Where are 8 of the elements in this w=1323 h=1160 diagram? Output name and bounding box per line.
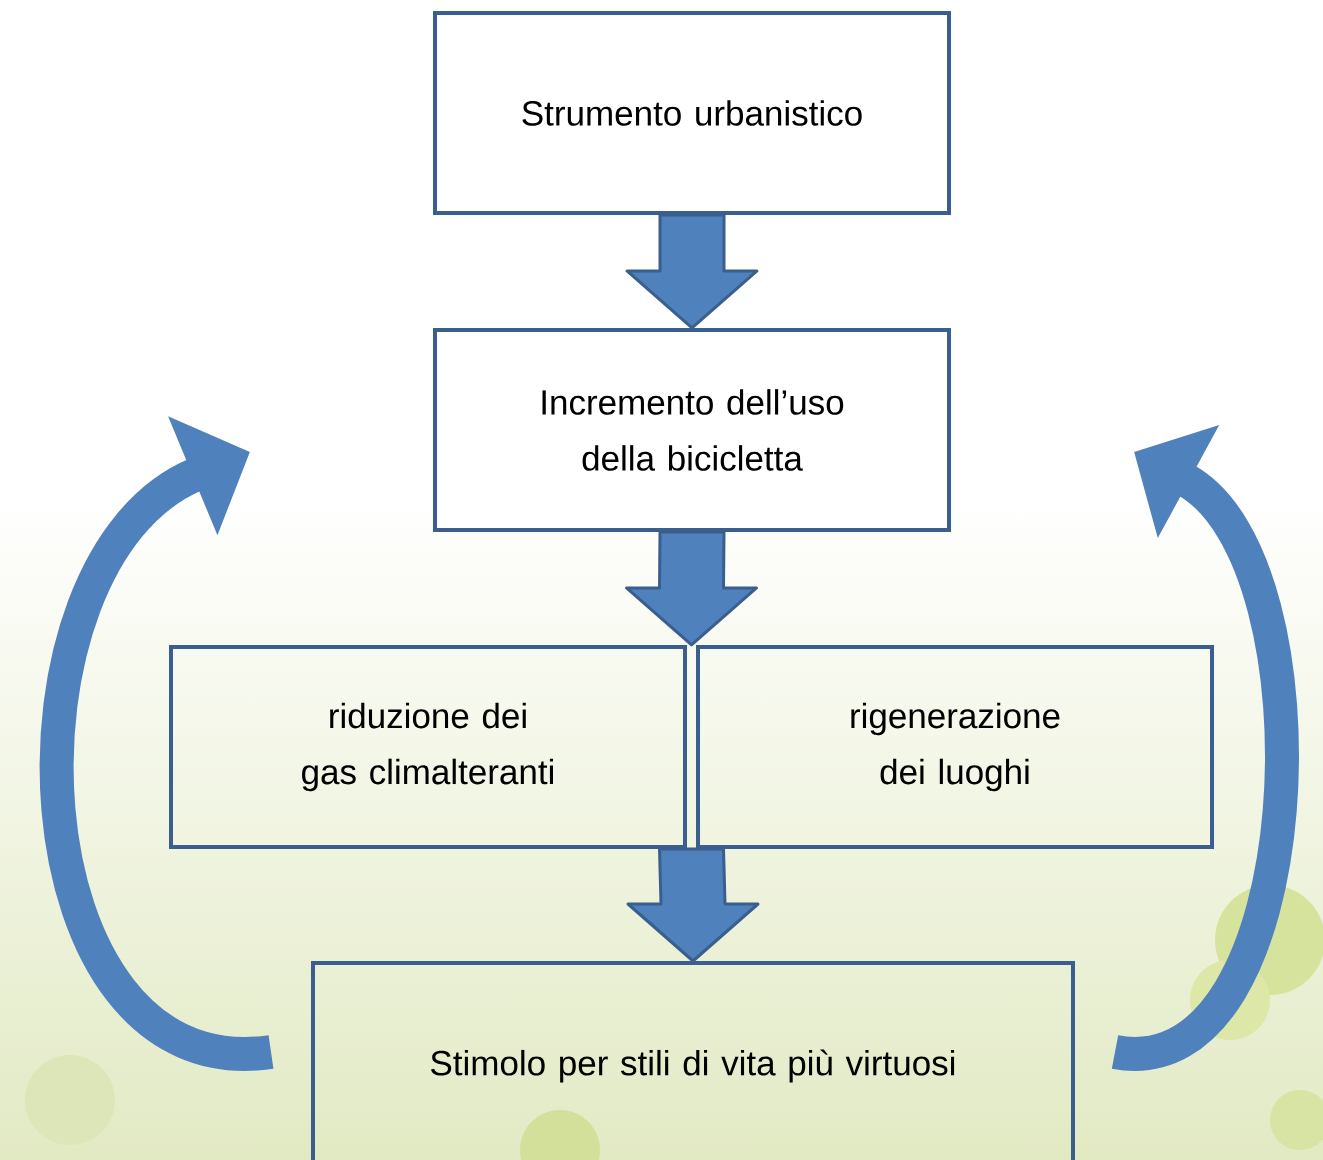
process-box: Stimolo per stili di vita più virtuosi: [311, 961, 1075, 1160]
process-box: Strumento urbanistico: [433, 11, 951, 215]
block-arrow: [625, 530, 758, 647]
process-box: rigenerazione dei luoghi: [696, 645, 1214, 849]
block-arrow: [626, 847, 760, 963]
block-arrow: [625, 213, 759, 330]
process-box: riduzione dei gas climalteranti: [169, 645, 687, 849]
process-box: Incremento dell’uso della bicicletta: [433, 328, 951, 532]
